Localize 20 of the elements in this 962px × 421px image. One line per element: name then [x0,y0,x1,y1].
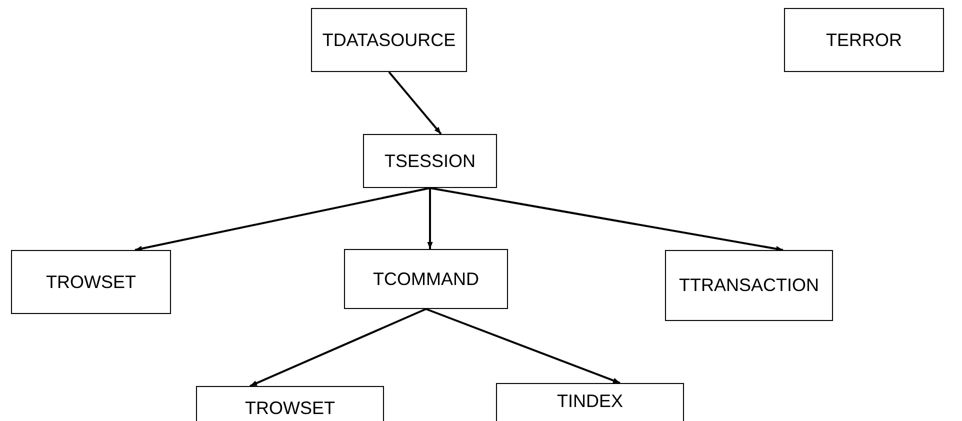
class-name: TCOMMAND [373,268,479,290]
arrow [134,187,430,252]
arrow [426,308,620,384]
class-name: TERROR [826,28,902,52]
class-box [311,8,467,72]
class-box [344,249,508,309]
class-box [363,134,497,188]
class-name: TINDEX [556,390,623,412]
class-name: TROWSET [245,397,335,420]
class-name: TSESSION [384,150,476,172]
class-box [11,250,171,314]
class-name: TDATASOURCE [322,28,456,52]
arrow [430,187,784,252]
arrow [427,188,433,249]
arrow [388,71,442,135]
class-name: TROWSET [46,270,136,294]
class-box [784,8,944,72]
arrow [250,308,426,387]
class-box [665,250,833,321]
class-name: TTRANSACTION [678,274,819,297]
